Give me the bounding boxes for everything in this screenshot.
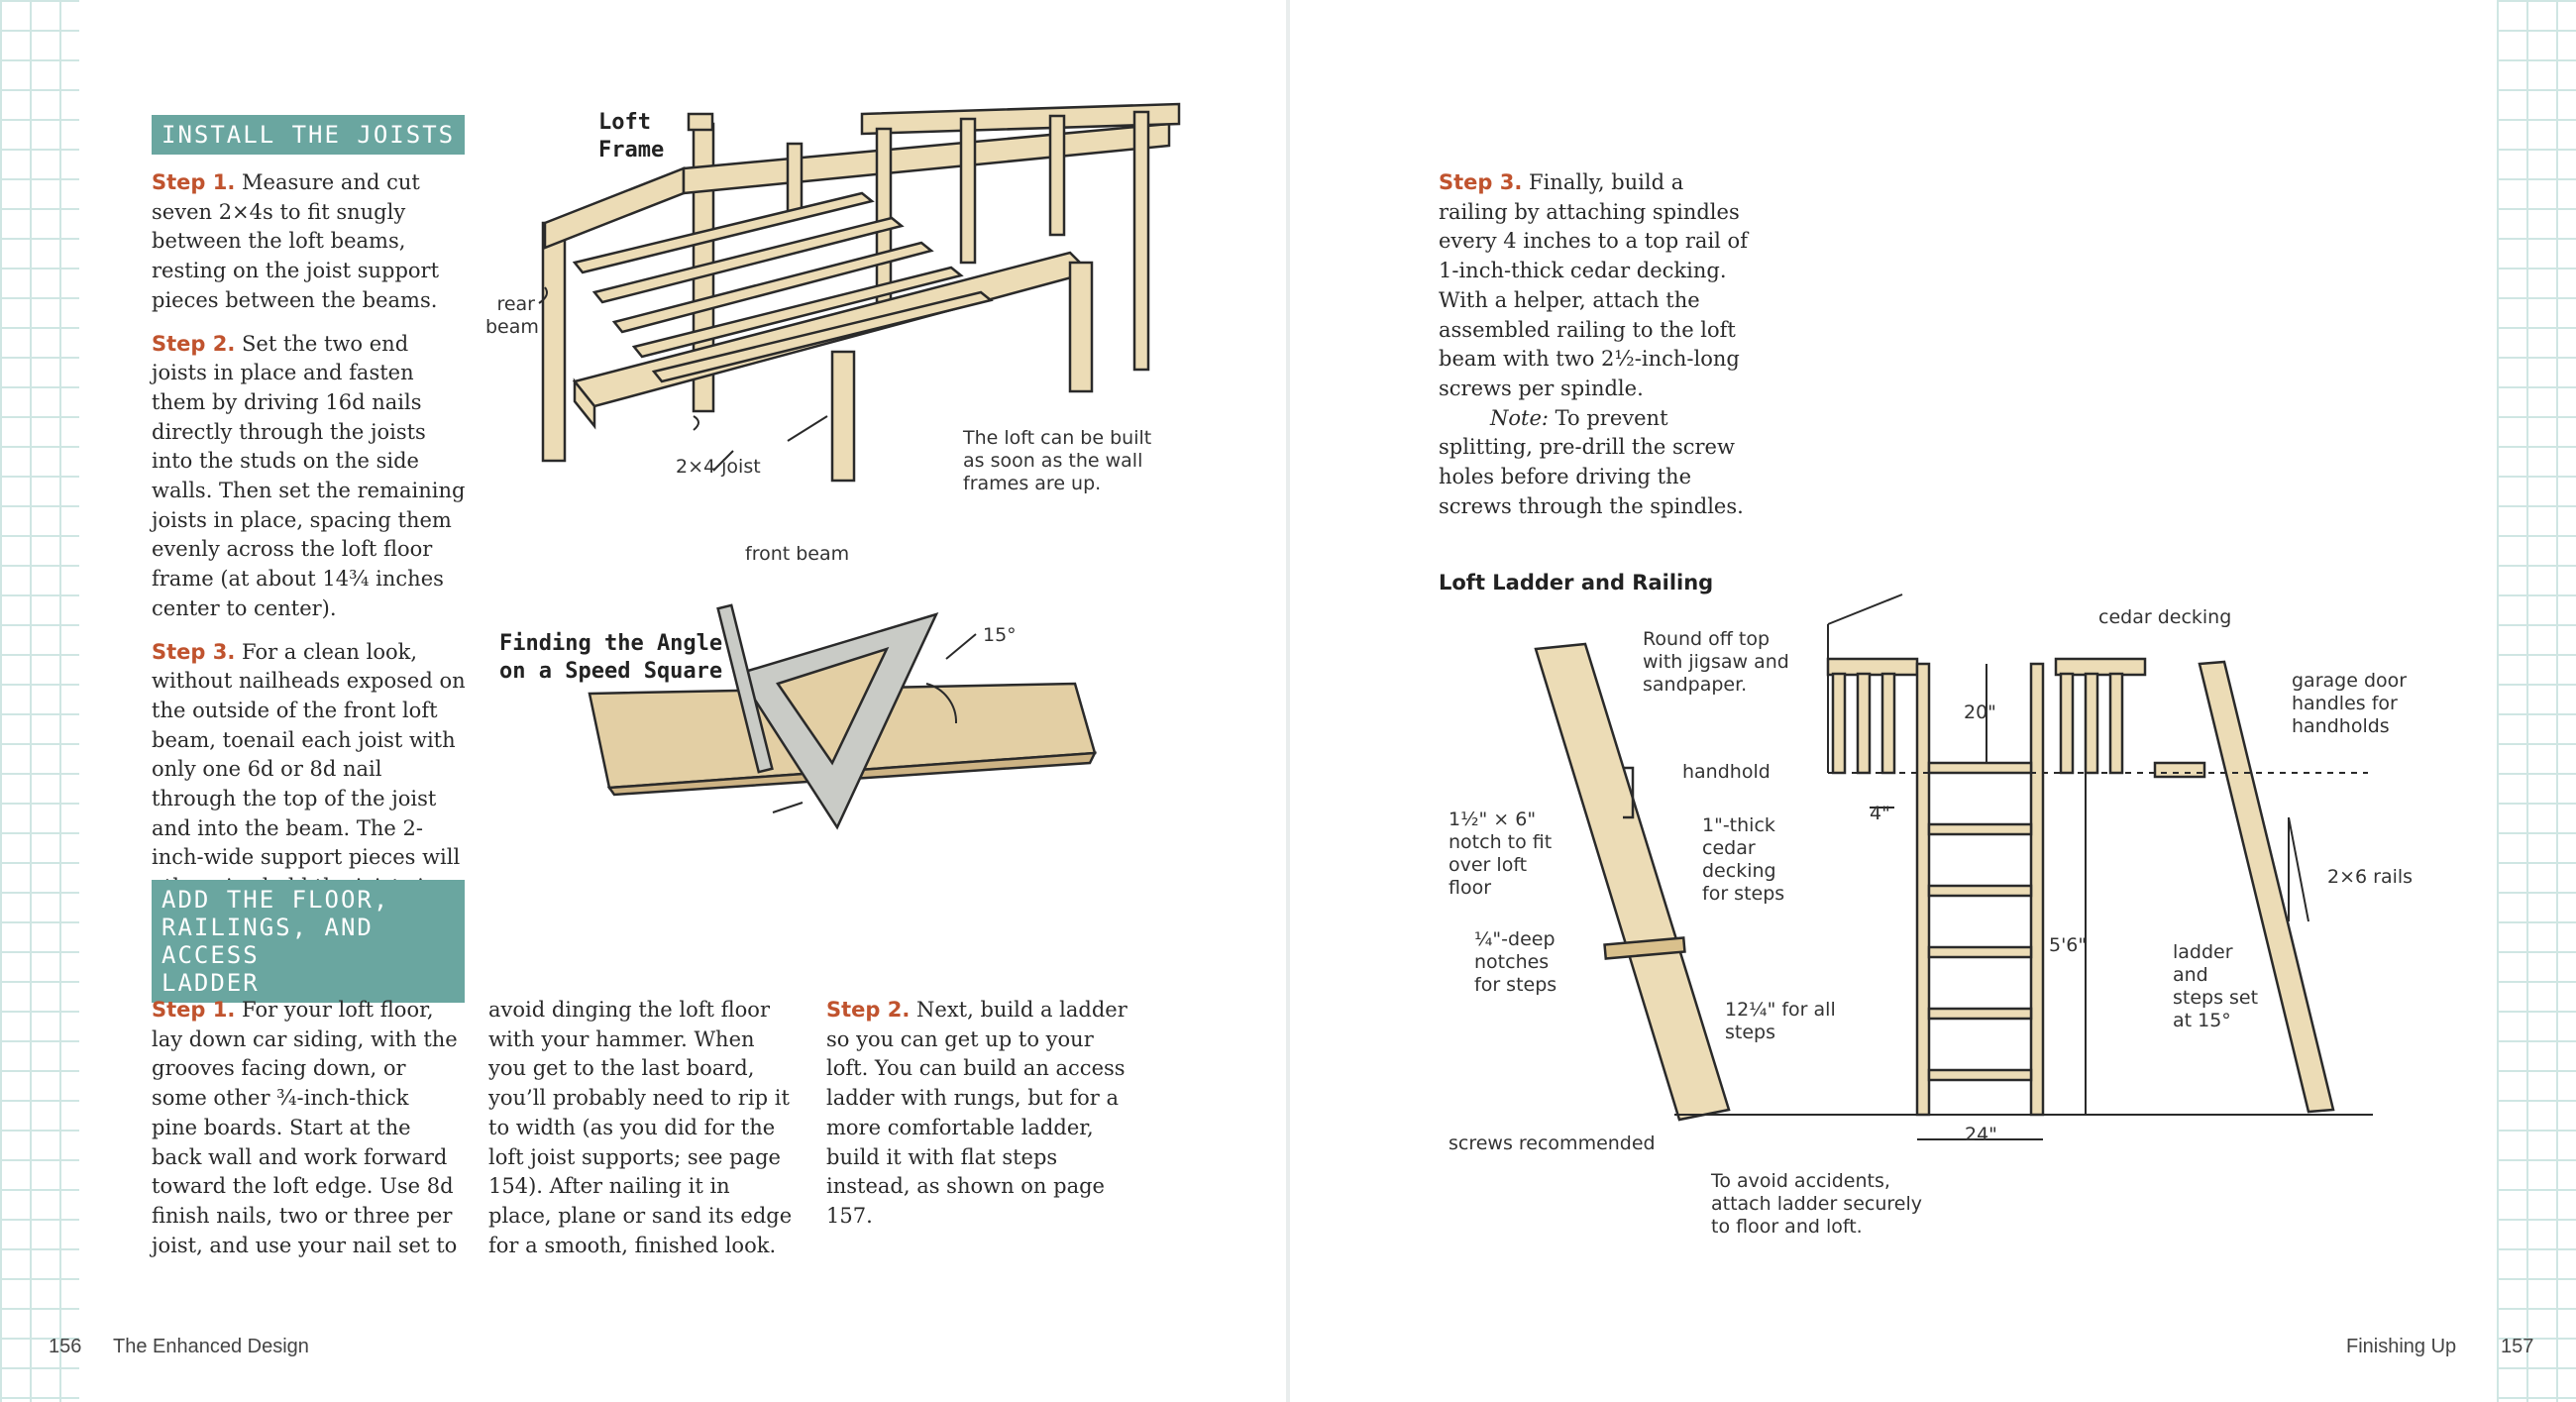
right-grid-margin xyxy=(2497,0,2576,1402)
label-screws: screws recommended xyxy=(1449,1132,1656,1154)
running-footer-left: The Enhanced Design xyxy=(113,1336,309,1357)
label-rails: 2×6 rails xyxy=(2327,866,2414,888)
label-line: rear xyxy=(496,293,535,315)
label-line: ladder xyxy=(2173,941,2233,963)
heading-line: RAILINGS, AND ACCESS xyxy=(161,914,374,969)
dimension-5ft6in: 5'6" xyxy=(2049,934,2088,956)
step-label: Step 3. xyxy=(152,639,236,664)
loft-frame-caption: The loft can be built as soon as the wal… xyxy=(963,427,1151,495)
title-line: Finding the Angle xyxy=(499,631,723,656)
label-line: and xyxy=(2173,964,2208,986)
label-line: sandpaper. xyxy=(1643,674,1748,696)
title-line: Loft xyxy=(598,110,651,135)
install-joists-steps: Step 1. Measure and cut seven 2×4s to fi… xyxy=(152,168,467,946)
dimension-24in: 24" xyxy=(1965,1124,1997,1145)
speed-square-illustration xyxy=(588,603,1098,830)
step-text: Next, build a ladder so you can get up t… xyxy=(826,998,1127,1228)
page-number-left: 156 xyxy=(49,1336,82,1357)
label-line: for steps xyxy=(1702,883,1785,905)
page-number-right: 157 xyxy=(2501,1336,2534,1357)
dimension-4in: 4" xyxy=(1870,803,1890,824)
label-line: handles for xyxy=(2292,693,2398,714)
step-text: For your loft floor, lay down car siding… xyxy=(152,998,458,1257)
label-line: attach ladder securely xyxy=(1711,1193,1922,1215)
label-line: over loft xyxy=(1449,854,1528,876)
label-line: with jigsaw and xyxy=(1643,651,1789,673)
label-line: floor xyxy=(1449,877,1492,899)
label-line: 1"-thick xyxy=(1702,814,1775,836)
label-cedar-steps: 1"-thick cedar decking for steps xyxy=(1702,814,1784,906)
book-gutter xyxy=(1286,0,1290,1402)
label-cedar-decking: cedar decking xyxy=(2098,606,2232,628)
joist-step-1: Step 1. Measure and cut seven 2×4s to fi… xyxy=(152,168,467,316)
label-line: 1½" × 6" xyxy=(1449,809,1537,830)
label-2x4-joist: 2×4 joist xyxy=(676,456,761,478)
heading-line: ADD THE FLOOR, xyxy=(161,886,390,914)
label-step-spacing: 12¼" for all steps xyxy=(1725,999,1836,1044)
note-paragraph: Note: To prevent splitting, pre-drill th… xyxy=(1439,404,1758,522)
heading-add-floor: ADD THE FLOOR, RAILINGS, AND ACCESS LADD… xyxy=(152,880,465,1003)
label-line: Round off top xyxy=(1643,628,1771,650)
label-line: steps set xyxy=(2173,987,2259,1009)
step-text: Set the two end joists in place and fast… xyxy=(152,331,466,620)
label-deep-notches: ¼"-deep notches for steps xyxy=(1474,928,1556,997)
title-line: on a Speed Square xyxy=(499,659,723,684)
heading-line: LADDER xyxy=(161,969,260,997)
note-text: To prevent splitting, pre-drill the scre… xyxy=(1439,405,1744,518)
label-line: decking xyxy=(1702,860,1776,882)
label-line: notches xyxy=(1474,951,1550,973)
step-label: Step 1. xyxy=(152,998,236,1022)
left-grid-margin xyxy=(0,0,79,1402)
step-label: Step 1. xyxy=(152,170,236,194)
label-line: to floor and loft. xyxy=(1711,1216,1863,1238)
label-rear-beam: rear beam xyxy=(485,293,539,339)
label-line: at 15° xyxy=(2173,1010,2231,1031)
step-text: Finally, build a railing by attaching sp… xyxy=(1439,170,1748,400)
caption-line: frames are up. xyxy=(963,473,1102,494)
loft-frame-illustration xyxy=(538,102,1181,483)
speed-square-angle-label: 15° xyxy=(983,624,1017,646)
label-line: cedar xyxy=(1702,837,1756,859)
label-accidents: To avoid accidents, attach ladder secure… xyxy=(1711,1170,1922,1239)
ladder-step-2: Step 2. Next, build a ladder so you can … xyxy=(826,996,1135,1232)
note-label: Note: xyxy=(1490,405,1549,430)
label-line: garage door xyxy=(2292,670,2408,692)
step-text: Measure and cut seven 2×4s to fit snugly… xyxy=(152,170,440,312)
label-ladder-angle: ladder and steps set at 15° xyxy=(2173,941,2258,1032)
label-line: for steps xyxy=(1474,974,1557,996)
label-line: To avoid accidents, xyxy=(1711,1170,1890,1192)
label-line: steps xyxy=(1725,1022,1775,1043)
dimension-20in: 20" xyxy=(1964,701,1996,723)
caption-line: The loft can be built xyxy=(963,427,1152,449)
label-line: 12¼" for all xyxy=(1725,999,1836,1021)
label-garage-handles: garage door handles for handholds xyxy=(2292,670,2407,738)
label-front-beam: front beam xyxy=(745,543,850,565)
ladder-railing-illustration xyxy=(1534,593,2373,1140)
label-handhold: handhold xyxy=(1682,761,1771,783)
label-round-off-top: Round off top with jigsaw and sandpaper. xyxy=(1643,628,1789,697)
step-label: Step 2. xyxy=(826,998,911,1022)
floor-step-1-continued: avoid dinging the loft floor with your h… xyxy=(488,998,793,1257)
step-label: Step 3. xyxy=(1439,170,1523,194)
label-notch: 1½" × 6" notch to fit over loft floor xyxy=(1449,809,1552,900)
step-label: Step 2. xyxy=(152,331,236,356)
heading-install-joists: INSTALL THE JOISTS xyxy=(152,115,466,155)
loft-frame-title: Loft Frame xyxy=(598,109,664,164)
running-footer-right: Finishing Up xyxy=(2346,1336,2457,1357)
floor-step-1: Step 1. For your loft floor, lay down ca… xyxy=(152,996,461,1260)
label-line: notch to fit xyxy=(1449,831,1553,853)
caption-line: as soon as the wall xyxy=(963,450,1143,472)
label-line: beam xyxy=(485,316,539,338)
title-line: Frame xyxy=(598,138,665,162)
railing-step-3: Step 3. Finally, build a railing by atta… xyxy=(1439,168,1758,521)
ladder-figure-title: Loft Ladder and Railing xyxy=(1439,571,1714,594)
joist-step-2: Step 2. Set the two end joists in place … xyxy=(152,330,467,624)
label-line: handholds xyxy=(2292,715,2390,737)
label-line: ¼"-deep xyxy=(1474,928,1556,950)
speed-square-title: Finding the Angle on a Speed Square xyxy=(499,630,722,686)
